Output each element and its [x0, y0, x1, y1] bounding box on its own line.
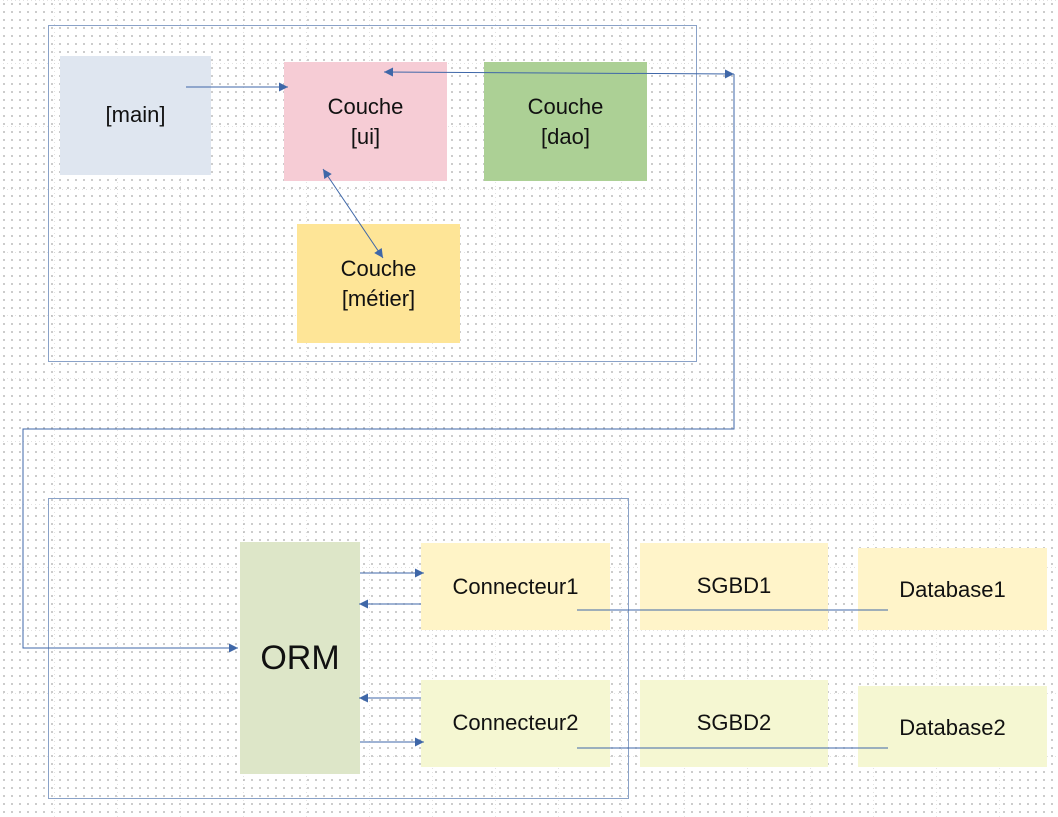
- ui-layer-label: Couche [ui]: [327, 93, 404, 149]
- ui-layer-box[interactable]: Couche [ui]: [284, 62, 447, 181]
- sgbd2-box[interactable]: SGBD2: [640, 680, 828, 767]
- metier-layer-box[interactable]: Couche [métier]: [297, 224, 460, 343]
- dao-layer-label: Couche [dao]: [527, 93, 604, 149]
- connecteur2-box[interactable]: Connecteur2: [421, 680, 610, 767]
- database1-label: Database1: [899, 576, 1006, 602]
- sgbd1-box[interactable]: SGBD1: [640, 543, 828, 630]
- database1-box[interactable]: Database1: [858, 548, 1047, 630]
- sgbd1-label: SGBD1: [696, 572, 772, 598]
- main-box[interactable]: [main]: [60, 56, 211, 175]
- sgbd2-label: SGBD2: [696, 709, 772, 735]
- main-box-label: [main]: [105, 102, 166, 127]
- orm-box[interactable]: ORM: [240, 542, 360, 774]
- database2-box[interactable]: Database2: [858, 686, 1047, 767]
- connecteur1-box[interactable]: Connecteur1: [421, 543, 610, 630]
- database2-label: Database2: [899, 714, 1006, 740]
- metier-layer-label: Couche [métier]: [340, 255, 417, 311]
- connecteur1-label: Connecteur1: [452, 573, 579, 599]
- orm-label: ORM: [260, 639, 340, 677]
- dao-layer-box[interactable]: Couche [dao]: [484, 62, 647, 181]
- connecteur2-label: Connecteur2: [452, 709, 579, 735]
